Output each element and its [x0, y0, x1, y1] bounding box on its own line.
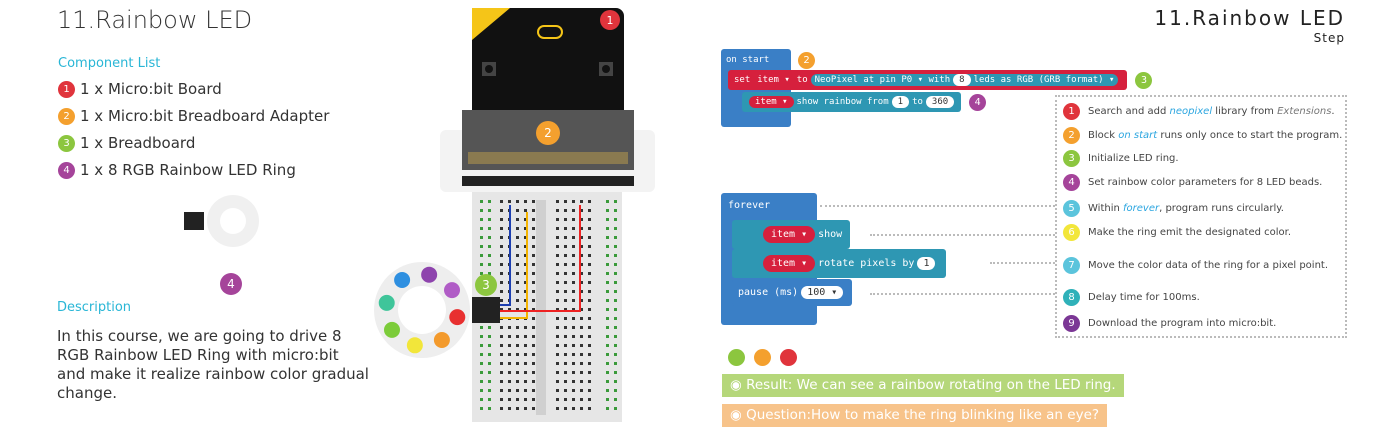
ring-led	[406, 337, 423, 354]
ring-badge: 4	[220, 273, 242, 295]
component-item: 2 1 x Micro:bit Breadboard Adapter	[58, 107, 329, 125]
ring-led	[378, 294, 395, 311]
step-item: 3 Initialize LED ring.	[1063, 150, 1179, 167]
led-ring	[374, 262, 470, 358]
step-text: Delay time for 100ms.	[1088, 292, 1200, 303]
led-count-input[interactable]: 8	[953, 74, 971, 86]
step-badge: 2	[1063, 127, 1080, 144]
component-item: 3 1 x Breadboard	[58, 134, 195, 152]
step-item: 8 Delay time for 100ms.	[1063, 289, 1200, 306]
component-badge: 1	[58, 80, 75, 98]
step-title: 11.Rainbow LED	[1154, 6, 1345, 30]
ring-led	[383, 321, 400, 338]
steps-panel: 1 Search and add neopixel library from Ex…	[1055, 95, 1347, 338]
step-subtitle: Step	[1313, 31, 1345, 45]
step-text: Within forever, program runs circularly.	[1088, 203, 1284, 214]
microbit-board	[472, 8, 624, 118]
step-item: 5 Within forever, program runs circularly…	[1063, 200, 1284, 217]
orange-dot	[754, 349, 771, 366]
red-dot	[780, 349, 797, 366]
component-label: 1 x 8 RGB Rainbow LED Ring	[80, 161, 296, 179]
forever-label: forever	[728, 200, 771, 211]
step-item: 7 Move the color data of the ring for a p…	[1063, 257, 1328, 274]
board-badge: 1	[607, 14, 614, 27]
step-badge: 6	[1063, 224, 1080, 241]
step-text: Initialize LED ring.	[1088, 153, 1179, 164]
component-label: 1 x Micro:bit Board	[80, 80, 222, 98]
step-badge: 4	[1063, 174, 1080, 191]
green-dot	[728, 349, 745, 366]
step-text: Set rainbow color parameters for 8 LED b…	[1088, 177, 1323, 188]
description-heading: Description	[57, 300, 132, 315]
question-bar: ◉ Question:How to make the ring blinking…	[722, 404, 1108, 427]
step-badge: 8	[1063, 289, 1080, 306]
step-item: 2 Block on start runs only once to start …	[1063, 127, 1342, 144]
ring-led	[394, 271, 411, 288]
ring-led	[433, 332, 450, 349]
component-item: 4 1 x 8 RGB Rainbow LED Ring	[58, 161, 296, 179]
step-badge: 3	[1063, 150, 1080, 167]
step-item: 6 Make the ring emit the designated color…	[1063, 224, 1291, 241]
badge-2: 2	[798, 52, 815, 69]
wires	[500, 205, 581, 319]
step-text: Search and add neopixel library from Ext…	[1088, 106, 1335, 117]
step-badge: 1	[1063, 103, 1080, 120]
step-item: 9 Download the program into micro:bit.	[1063, 315, 1276, 332]
ring-led	[421, 266, 438, 283]
circuit-diagram: 1 2 3	[374, 8, 655, 422]
step-badge: 9	[1063, 315, 1080, 332]
component-badge: 3	[58, 134, 75, 152]
component-label: 1 x Micro:bit Breadboard Adapter	[80, 107, 330, 125]
description-text: In this course, we are going to drive 8 …	[57, 327, 369, 402]
component-badge: 2	[58, 107, 75, 125]
badge-4: 4	[969, 93, 987, 111]
page-title: 11.Rainbow LED	[57, 6, 253, 34]
step-badge: 7	[1063, 257, 1080, 274]
ring-led	[449, 309, 466, 326]
pause-block[interactable]: pause (ms)100 ▾	[732, 279, 853, 306]
led-ring-small-image	[184, 195, 259, 247]
step-text: Move the color data of the ring for a pi…	[1088, 260, 1329, 271]
ring-led	[444, 282, 461, 299]
component-item: 1 1 x Micro:bit Board	[58, 80, 222, 98]
step-badge: 5	[1063, 200, 1080, 217]
component-label: 1 x Breadboard	[80, 134, 196, 152]
adapter-badge: 2	[544, 126, 552, 140]
component-badge: 4	[58, 161, 75, 179]
on-start-label: on start	[726, 55, 770, 65]
step-item: 4 Set rainbow color parameters for 8 LED …	[1063, 174, 1322, 191]
step-text: Make the ring emit the designated color.	[1088, 227, 1292, 238]
show-block[interactable]: item ▾show	[732, 220, 851, 249]
step-text: Download the program into micro:bit.	[1088, 318, 1277, 329]
component-list-heading: Component List	[58, 56, 161, 71]
badge-3: 3	[1135, 71, 1153, 89]
breadboard-badge: 3	[482, 278, 490, 292]
pause-dropdown[interactable]: 100 ▾	[801, 286, 844, 299]
show-rainbow-block[interactable]: item ▾ show rainbow from 1 to 360	[742, 92, 962, 112]
result-bar: ◉ Result: We can see a rainbow rotating …	[722, 374, 1124, 397]
ring-connector	[472, 297, 500, 323]
step-item: 1 Search and add neopixel library from Ex…	[1063, 103, 1335, 120]
step-text: Block on start runs only once to start t…	[1088, 130, 1343, 141]
